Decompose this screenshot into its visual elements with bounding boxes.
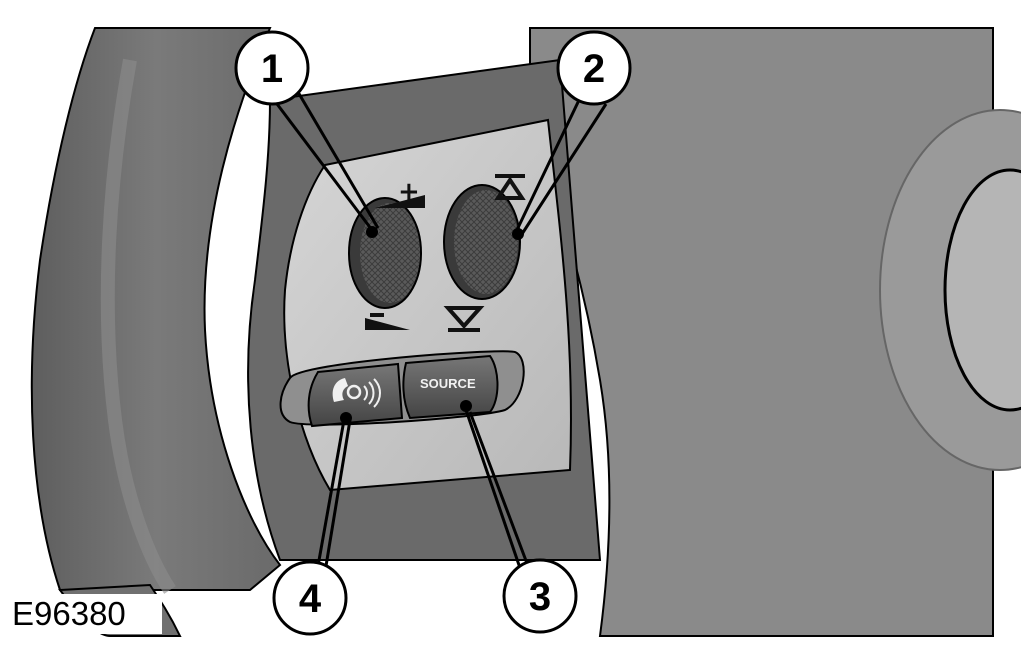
callout-dot-2 [512,228,524,240]
voice-phone-button[interactable] [307,362,404,428]
switch-panel [283,118,572,492]
leader-line-4b [324,419,352,567]
leader-line-2a [514,97,582,233]
svg-text:3: 3 [529,575,551,619]
source-button-label: SOURCE [420,376,476,391]
seek-thumbwheel[interactable] [443,184,521,300]
seek-down-icon [443,306,485,332]
rim-highlight [100,58,176,594]
leader-line-3a [468,411,530,567]
callout-2: 2 [556,30,632,106]
phone-voice-icon [332,378,381,408]
svg-text:4: 4 [299,577,322,621]
callout-3: 3 [502,558,578,634]
leader-lines [266,91,608,569]
callout-dot-4 [340,412,352,424]
leader-line-1a [266,91,374,231]
hub-emblem [943,168,1021,412]
leader-line-2b [520,103,608,235]
steering-wheel-rim [30,27,282,591]
callout-1: 1 [234,30,310,106]
svg-text:1: 1 [261,47,283,91]
figure-id-label: E96380 [8,594,162,634]
leader-line-1b [296,91,380,229]
volume-down-icon [370,313,384,317]
volume-down-wedge-icon [365,318,410,330]
volume-up-wedge-icon [375,195,425,208]
callout-4: 4 [272,560,348,636]
seek-up-icon [494,174,526,200]
callout-dot-1 [366,226,378,238]
leader-line-3b [464,409,522,569]
svg-text:2: 2 [583,47,605,91]
source-button[interactable]: SOURCE [402,354,499,420]
callout-dot-3 [460,400,472,412]
leader-line-4a [316,419,346,567]
